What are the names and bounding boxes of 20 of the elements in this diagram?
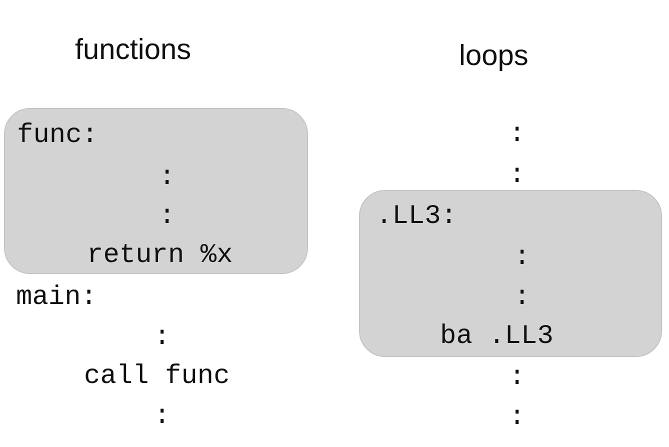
code-line: : (159, 162, 176, 195)
code-line: .LL3: (376, 201, 458, 234)
code-block (359, 190, 662, 357)
code-line: : (514, 282, 530, 315)
code-line: : (154, 401, 170, 434)
column-heading: loops (459, 39, 528, 74)
code-line: : (509, 362, 526, 395)
column-heading: functions (75, 33, 192, 68)
code-line: call func (84, 361, 230, 394)
code-line: : (509, 119, 526, 152)
code-line: func: (17, 120, 98, 153)
code-line: ba .LL3 (440, 321, 554, 354)
code-line: : (509, 160, 526, 193)
code-line: : (154, 322, 170, 355)
code-line: : (159, 201, 176, 234)
code-block (4, 108, 308, 274)
code-line: main: (16, 282, 98, 315)
code-line: : (509, 402, 526, 435)
code-line: : (514, 242, 530, 275)
code-line: return %x (87, 240, 233, 273)
